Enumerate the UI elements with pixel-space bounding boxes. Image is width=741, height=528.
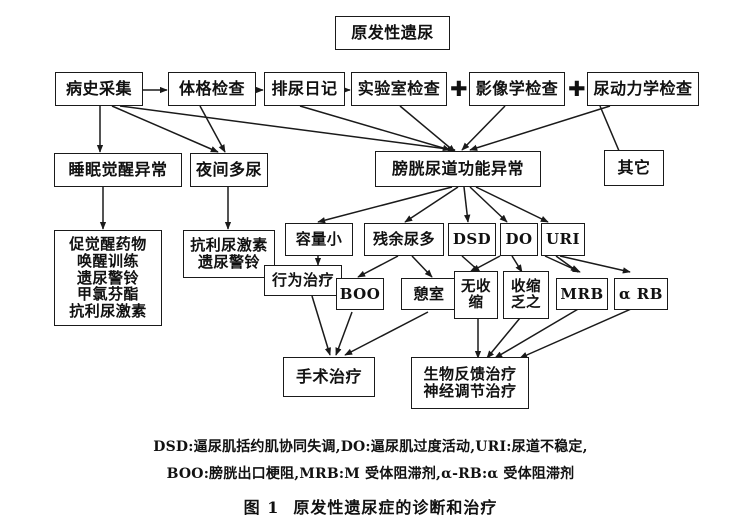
treatment-line-2: 唤醒训练	[76, 251, 139, 270]
node-label: 手术治疗	[295, 367, 362, 387]
treatment-line-5: 抗利尿激素	[69, 302, 147, 321]
node-label: 残余尿多	[372, 230, 435, 249]
node-label-line1: 无收	[461, 278, 491, 295]
node-small-capacity[interactable]: 容量小	[285, 223, 353, 256]
node-label: 实验室检查	[357, 79, 441, 99]
node-boo[interactable]: BOO	[336, 278, 384, 310]
node-mrb[interactable]: MRB	[556, 278, 608, 310]
node-label: DSD	[452, 230, 492, 249]
node-other[interactable]: 其它	[604, 150, 664, 186]
node-alpha-rb[interactable]: α RB	[614, 278, 668, 310]
node-imaging-exam[interactable]: 影像学检查	[469, 72, 565, 106]
node-label: 夜间多尿	[195, 160, 262, 180]
node-sleep-arousal-abnormality[interactable]: 睡眠觉醒异常	[54, 153, 182, 187]
node-label: 尿动力学检查	[593, 79, 693, 99]
node-nocturnal-polyuria[interactable]: 夜间多尿	[190, 153, 268, 187]
node-residual-urine[interactable]: 残余尿多	[364, 223, 444, 256]
node-label: BOO	[339, 284, 381, 303]
figure-caption-number: 图 1	[243, 498, 280, 517]
node-primary-enuresis[interactable]: 原发性遗尿	[335, 16, 450, 50]
node-label: 膀胱尿道功能异常	[391, 159, 524, 179]
node-label: 病史采集	[65, 79, 132, 99]
node-label: URI	[545, 230, 581, 249]
node-label: 原发性遗尿	[351, 23, 434, 43]
node-label: 体格检查	[178, 79, 245, 99]
node-physical-exam[interactable]: 体格检查	[168, 72, 256, 106]
node-bladder-urethra-dysfunction[interactable]: 膀胱尿道功能异常	[375, 151, 541, 187]
node-label: α RB	[619, 284, 663, 303]
node-label: 憩室	[413, 284, 445, 303]
node-label: MRB	[560, 284, 604, 303]
node-uri[interactable]: URI	[541, 223, 585, 256]
plus-icon-1: ✚	[450, 77, 468, 101]
node-label-line2: 乏之	[511, 295, 541, 311]
node-label: 行为治疗	[271, 271, 334, 290]
node-label: 容量小	[295, 230, 343, 249]
treatment-line-1: 促觉醒药物	[69, 235, 147, 253]
node-behavioral-therapy[interactable]: 行为治疗	[264, 265, 342, 296]
legend-line-2: BOO:膀胱出口梗阻,MRB:M 受体阻滞剂,α-RB:α 受体阻滞剂	[166, 466, 575, 482]
node-urodynamics-exam[interactable]: 尿动力学检查	[587, 72, 699, 106]
figure-caption-title: 原发性遗尿症的诊断和治疗	[293, 498, 498, 517]
node-label: 排尿日记	[271, 79, 338, 99]
treatment-line-4: 甲氯芬酯	[76, 285, 139, 304]
node-do[interactable]: DO	[500, 223, 538, 256]
treatment-line-2: 遗尿警铃	[197, 253, 260, 271]
node-polyuria-treatment[interactable]: 抗利尿激素 遗尿警铃	[183, 230, 275, 278]
node-sleep-arousal-treatment[interactable]: 促觉醒药物 唤醒训练 遗尿警铃 甲氯芬酯 抗利尿激素	[54, 230, 162, 326]
node-history-taking[interactable]: 病史采集	[55, 72, 143, 106]
node-surgical-treatment[interactable]: 手术治疗	[283, 357, 375, 397]
node-underactive-detrusor[interactable]: 收缩 乏之	[503, 271, 549, 319]
node-voiding-diary[interactable]: 排尿日记	[264, 72, 345, 106]
node-label: 其它	[617, 158, 651, 178]
node-label: 影像学检查	[475, 79, 559, 99]
node-label-line1: 收缩	[511, 278, 541, 295]
legend-line-1: DSD:逼尿肌括约肌协同失调,DO:逼尿肌过度活动,URI:尿道不稳定,	[153, 439, 588, 455]
node-label-line2: 缩	[468, 295, 484, 311]
treatment-line-3: 遗尿警铃	[76, 268, 139, 287]
node-label: 睡眠觉醒异常	[68, 160, 168, 180]
node-label-line2: 神经调节治疗	[423, 382, 517, 400]
node-diverticulum[interactable]: 憩室	[401, 278, 457, 310]
node-acontractile-detrusor[interactable]: 无收 缩	[454, 271, 498, 319]
figure-caption: 图 1 原发性遗尿症的诊断和治疗	[0, 494, 741, 518]
node-label-line1: 生物反馈治疗	[423, 365, 517, 384]
node-biofeedback-neuromodulation[interactable]: 生物反馈治疗 神经调节治疗	[411, 357, 529, 409]
node-dsd[interactable]: DSD	[448, 223, 496, 256]
treatment-line-1: 抗利尿激素	[190, 236, 268, 255]
plus-icon-2: ✚	[568, 77, 586, 101]
node-label: DO	[505, 230, 533, 249]
node-laboratory-exam[interactable]: 实验室检查	[351, 72, 447, 106]
